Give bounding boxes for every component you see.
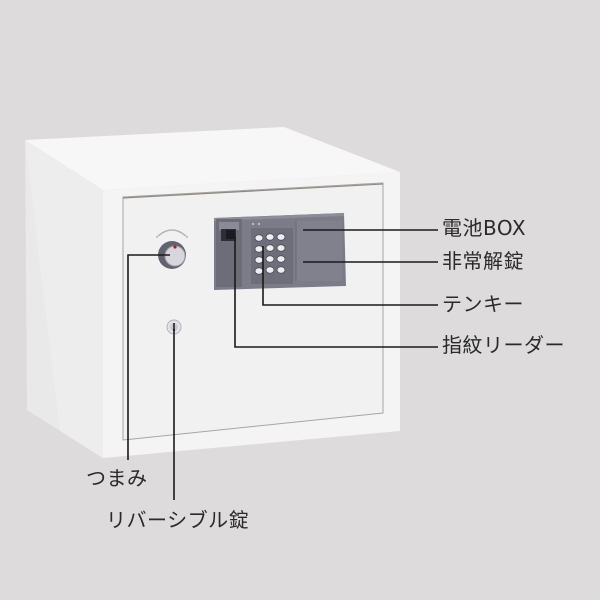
knob-icon[interactable] — [158, 241, 186, 269]
key-button — [254, 245, 264, 253]
key-button — [254, 234, 264, 242]
key-button — [276, 266, 286, 274]
callout-knob: つまみ — [86, 466, 148, 490]
key-button — [276, 233, 286, 241]
callout-fingerprint-reader: 指紋リーダー — [442, 333, 565, 357]
key-button — [276, 244, 286, 252]
leader-lines — [127, 229, 438, 500]
rotate-arrow-icon — [156, 229, 188, 238]
safe-top-face — [25, 127, 400, 190]
callout-battery-box: 電池BOX — [442, 216, 527, 240]
electronic-lock-unit — [214, 213, 346, 290]
callout-reversible-lock: リバーシブル錠 — [106, 508, 250, 532]
key-button — [265, 244, 275, 252]
key-button — [265, 266, 275, 274]
knob-indicator-dot — [173, 245, 177, 249]
key-button — [254, 256, 264, 264]
key-button — [265, 233, 275, 241]
key-button — [265, 255, 275, 263]
callout-emergency-unlock: 非常解錠 — [442, 249, 524, 273]
key-button — [254, 267, 264, 275]
tenkey-keypad[interactable] — [251, 228, 293, 284]
fingerprint-reader-icon[interactable] — [216, 219, 242, 287]
callout-tenkey: テンキー — [442, 292, 524, 316]
key-button — [276, 255, 286, 263]
battery-box-cover — [296, 221, 342, 281]
keyhole-icon[interactable] — [166, 319, 182, 335]
